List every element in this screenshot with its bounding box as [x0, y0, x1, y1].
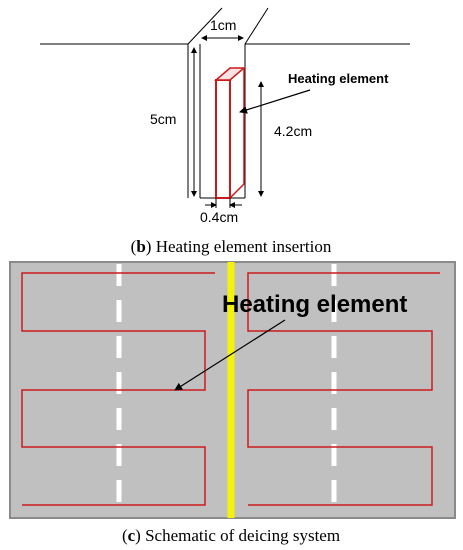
panel-b: 1cm 5cm 4.2cm 0.4cm Heating element (b) … — [40, 7, 410, 256]
label-1cm: 1cm — [210, 17, 236, 33]
label-heating-element-c: Heating element — [222, 291, 407, 318]
slot-perspective-left — [187, 7, 223, 45]
heating-element-top — [213, 67, 247, 81]
heating-element-front — [215, 79, 231, 199]
heating-element-left-serpentine — [21, 272, 215, 506]
label-4-2cm: 4.2cm — [274, 123, 312, 139]
arrow-heating-element-b — [239, 89, 311, 114]
label-5cm: 5cm — [150, 111, 176, 127]
slot-perspective-right — [244, 7, 269, 45]
heating-element-right-serpentine — [247, 272, 440, 506]
panel-c: Heating element (c) Schematic of deicing… — [9, 261, 456, 545]
label-heating-element-b: Heating element — [288, 71, 389, 86]
caption-c: (c) Schematic of deicing system — [122, 526, 340, 545]
arrow-heating-element-c — [174, 319, 286, 391]
caption-b: (b) Heating element insertion — [131, 237, 332, 256]
heating-element-side-bottom — [229, 183, 245, 199]
label-0-4cm: 0.4cm — [200, 209, 238, 225]
